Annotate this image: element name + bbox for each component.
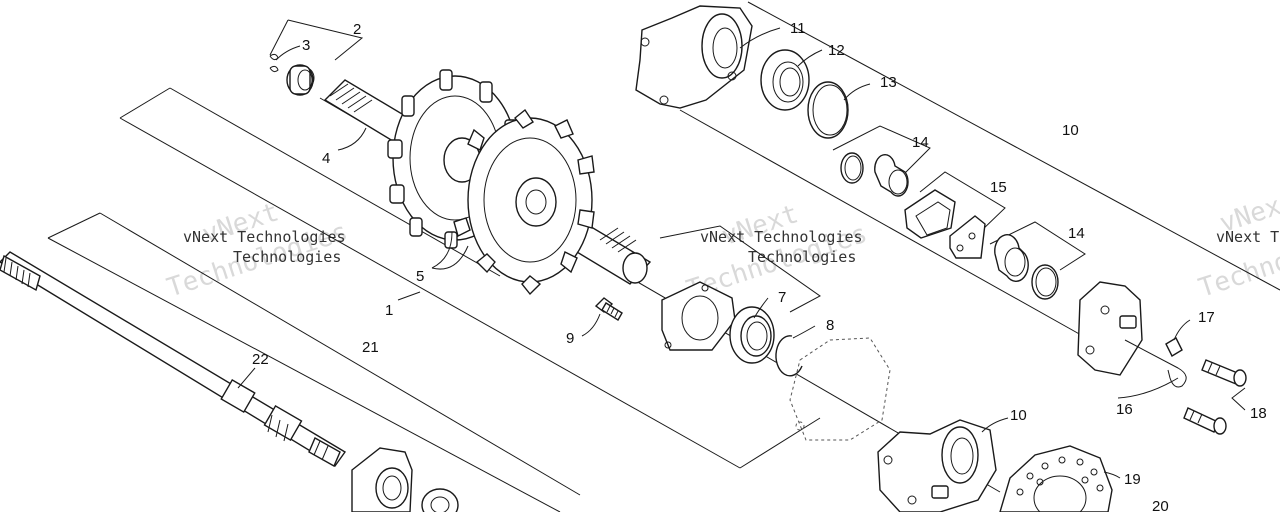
callout-20: 20 — [1152, 498, 1169, 512]
watermark-caption: Technologies — [233, 248, 341, 266]
part-sprocket-rear — [453, 108, 595, 296]
part-dashed-plate — [789, 337, 891, 441]
callout-11: 11 — [790, 20, 806, 37]
part-bottom-left-housing — [351, 447, 459, 512]
part-bearing-seal — [729, 306, 775, 364]
callout-labels: 2 3 4 5 1 7 8 9 10 10 11 12 13 14 14 15 … — [252, 20, 1267, 512]
part-bottom-housing — [877, 419, 997, 512]
part-caliper-right — [1077, 281, 1143, 376]
callout-16: 16 — [1116, 401, 1133, 418]
part-bushing-14a — [874, 154, 909, 197]
watermark-caption: Technologies — [748, 248, 856, 266]
callout-22: 22 — [252, 351, 269, 368]
callout-18: 18 — [1250, 405, 1267, 422]
callout-10-top: 10 — [1062, 122, 1079, 139]
part-bearing-12 — [760, 49, 810, 111]
part-ring-14b — [1031, 264, 1059, 300]
part-brake-pad-b — [949, 215, 986, 259]
part-ring-14a — [840, 152, 864, 184]
part-bolt — [594, 297, 623, 321]
callout-1: 1 — [385, 302, 393, 319]
part-pin-16 — [1124, 339, 1187, 388]
part-o-ring-13 — [807, 81, 849, 139]
callout-17: 17 — [1198, 309, 1215, 326]
part-snap-ring — [775, 335, 803, 377]
part-gasket-plate — [661, 281, 736, 351]
part-brake-pad-a — [904, 189, 956, 239]
callout-8: 8 — [826, 317, 834, 334]
callout-21: 21 — [362, 339, 379, 356]
watermark-caption: vNext Technologies — [183, 228, 346, 246]
callout-3: 3 — [302, 37, 310, 54]
part-bleeder-17 — [1165, 337, 1183, 357]
callout-4: 4 — [322, 150, 330, 167]
part-top-housing — [635, 5, 753, 109]
callout-15: 15 — [990, 179, 1007, 196]
callout-19: 19 — [1124, 471, 1141, 488]
part-bolt-18b — [1183, 407, 1227, 435]
callout-14-lower: 14 — [1068, 225, 1085, 242]
callout-9: 9 — [566, 330, 574, 347]
callout-12: 12 — [828, 42, 845, 59]
part-bolt-18a — [1201, 359, 1247, 387]
callout-13: 13 — [880, 74, 897, 91]
watermark-caption: vNext Technologies — [1216, 228, 1280, 246]
part-clips — [269, 53, 279, 73]
callout-5: 5 — [416, 268, 424, 285]
leader-lines — [237, 27, 1246, 479]
callout-2: 2 — [353, 21, 361, 38]
callout-7: 7 — [778, 289, 786, 306]
part-brake-rotor — [999, 445, 1113, 512]
callout-14-upper: 14 — [912, 134, 929, 151]
part-axle-shaft — [0, 251, 347, 467]
callout-10-bottom: 10 — [1010, 407, 1027, 424]
watermark-caption: vNext Technologies — [700, 228, 863, 246]
part-bushing-14b — [994, 234, 1029, 282]
part-seal-cap — [286, 64, 315, 96]
